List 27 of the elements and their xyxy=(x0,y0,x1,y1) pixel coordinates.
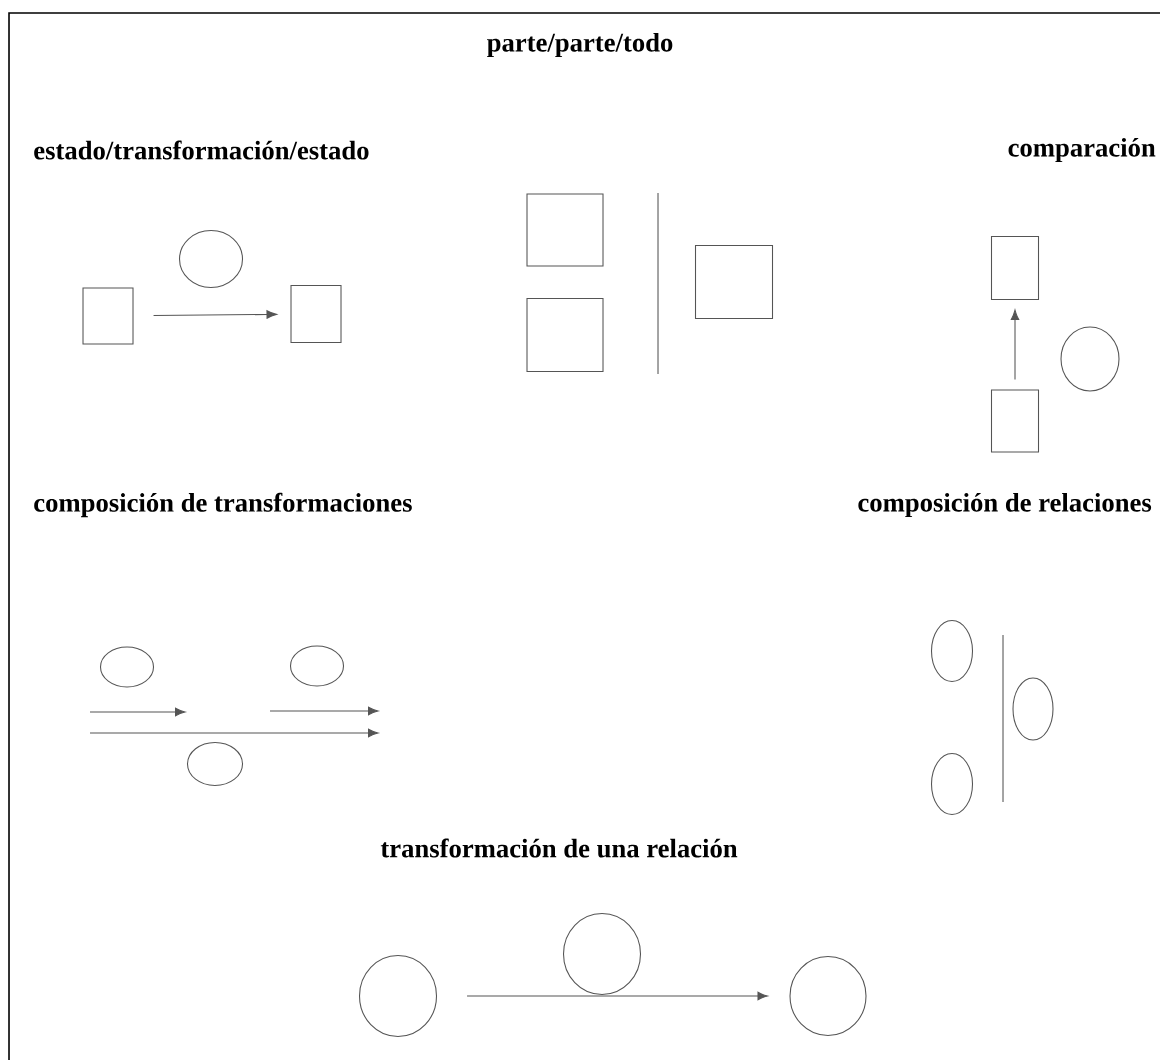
arrow xyxy=(466,991,768,1001)
section-heading: parte/parte/todo xyxy=(487,32,673,58)
box xyxy=(290,284,342,344)
circle xyxy=(358,954,438,1038)
section-heading: estado/transformación/estado xyxy=(34,140,369,160)
section-heading: comparación xyxy=(1008,137,1156,163)
arrow xyxy=(153,310,277,319)
circle xyxy=(178,229,244,289)
oval xyxy=(289,645,345,687)
section-heading: composición de relaciones xyxy=(858,492,1152,518)
section-heading: composición de transformaciones xyxy=(34,492,412,518)
box xyxy=(82,287,134,345)
circle xyxy=(1060,326,1120,392)
oval xyxy=(186,741,244,787)
oval xyxy=(99,646,155,688)
box xyxy=(990,389,1040,453)
section-heading: transformación de una relación xyxy=(380,838,738,858)
box xyxy=(526,297,604,373)
oval xyxy=(1012,677,1054,741)
box xyxy=(694,244,774,320)
circle xyxy=(562,912,642,996)
oval xyxy=(930,619,974,683)
box xyxy=(990,235,1040,301)
oval xyxy=(930,752,974,816)
box xyxy=(526,193,604,267)
circle xyxy=(789,955,867,1037)
arrow xyxy=(1010,309,1020,380)
